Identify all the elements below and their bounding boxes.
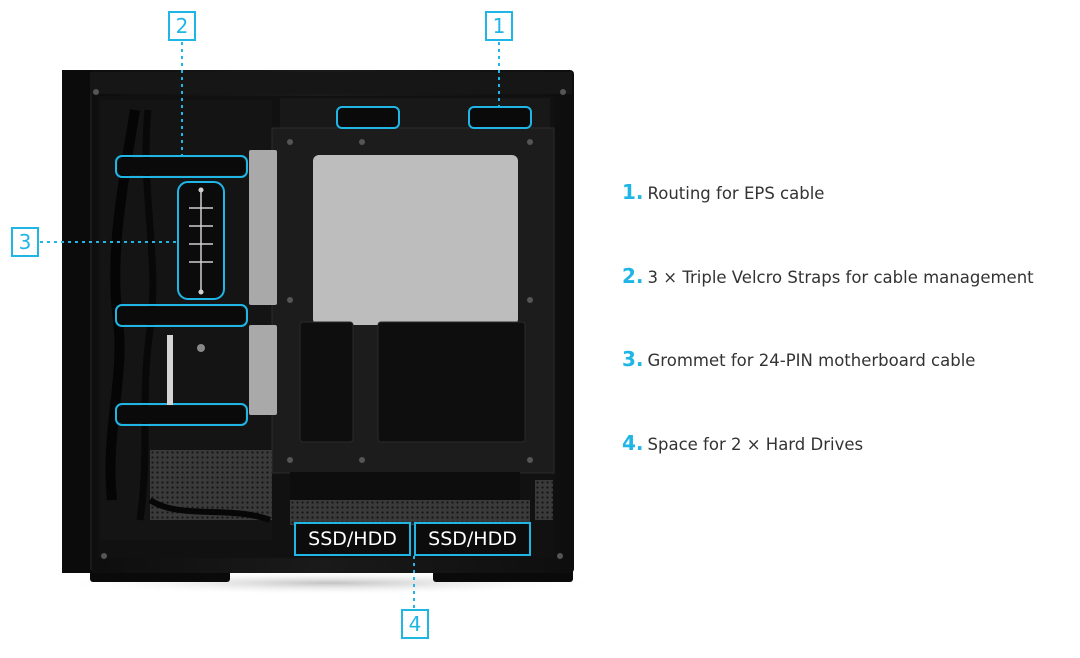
eps-cutout-right (468, 106, 532, 129)
velcro-strap-2 (115, 304, 248, 327)
eps-cutout-left (336, 106, 400, 129)
velcro-strap-3 (115, 403, 248, 426)
cable-bundle (105, 109, 140, 501)
standoffs (93, 89, 566, 559)
callout-2: 2 (168, 11, 196, 41)
grey-slot-lower (249, 325, 277, 415)
panel-small (299, 321, 354, 443)
top-panel (90, 72, 572, 94)
legend-text: 3 × Triple Velcro Straps for cable manag… (647, 268, 1034, 287)
legend-text: Routing for EPS cable (647, 184, 825, 203)
grey-slot-upper (249, 150, 277, 305)
callout-1: 1 (485, 11, 513, 41)
legend-number: 3. (622, 347, 644, 371)
leader-lines (40, 42, 500, 608)
legend-item-eps: 1.Routing for EPS cable (622, 180, 824, 204)
psu-shroud (290, 472, 520, 500)
front-bezel (62, 70, 92, 573)
legend-text: Grommet for 24-PIN motherboard cable (647, 351, 976, 370)
callout-4: 4 (401, 609, 429, 639)
grommet-cross (189, 187, 213, 295)
legend-number: 4. (622, 431, 644, 455)
callout-3: 3 (11, 227, 39, 257)
cpu-cutout (313, 155, 518, 325)
panel-large (377, 321, 526, 443)
legend-number: 1. (622, 180, 644, 204)
legend-number: 2. (622, 264, 644, 288)
legend-text: Space for 2 × Hard Drives (647, 435, 864, 454)
legend-item-grommet: 3.Grommet for 24-PIN motherboard cable (622, 347, 975, 371)
tie-slot (167, 335, 173, 405)
legend-item-drives: 4.Space for 2 × Hard Drives (622, 431, 863, 455)
ssd-hdd-label-2: SSD/HDD (414, 522, 531, 556)
ssd-hdd-label-1: SSD/HDD (294, 522, 411, 556)
legend-item-velcro: 2.3 × Triple Velcro Straps for cable man… (622, 264, 1034, 288)
